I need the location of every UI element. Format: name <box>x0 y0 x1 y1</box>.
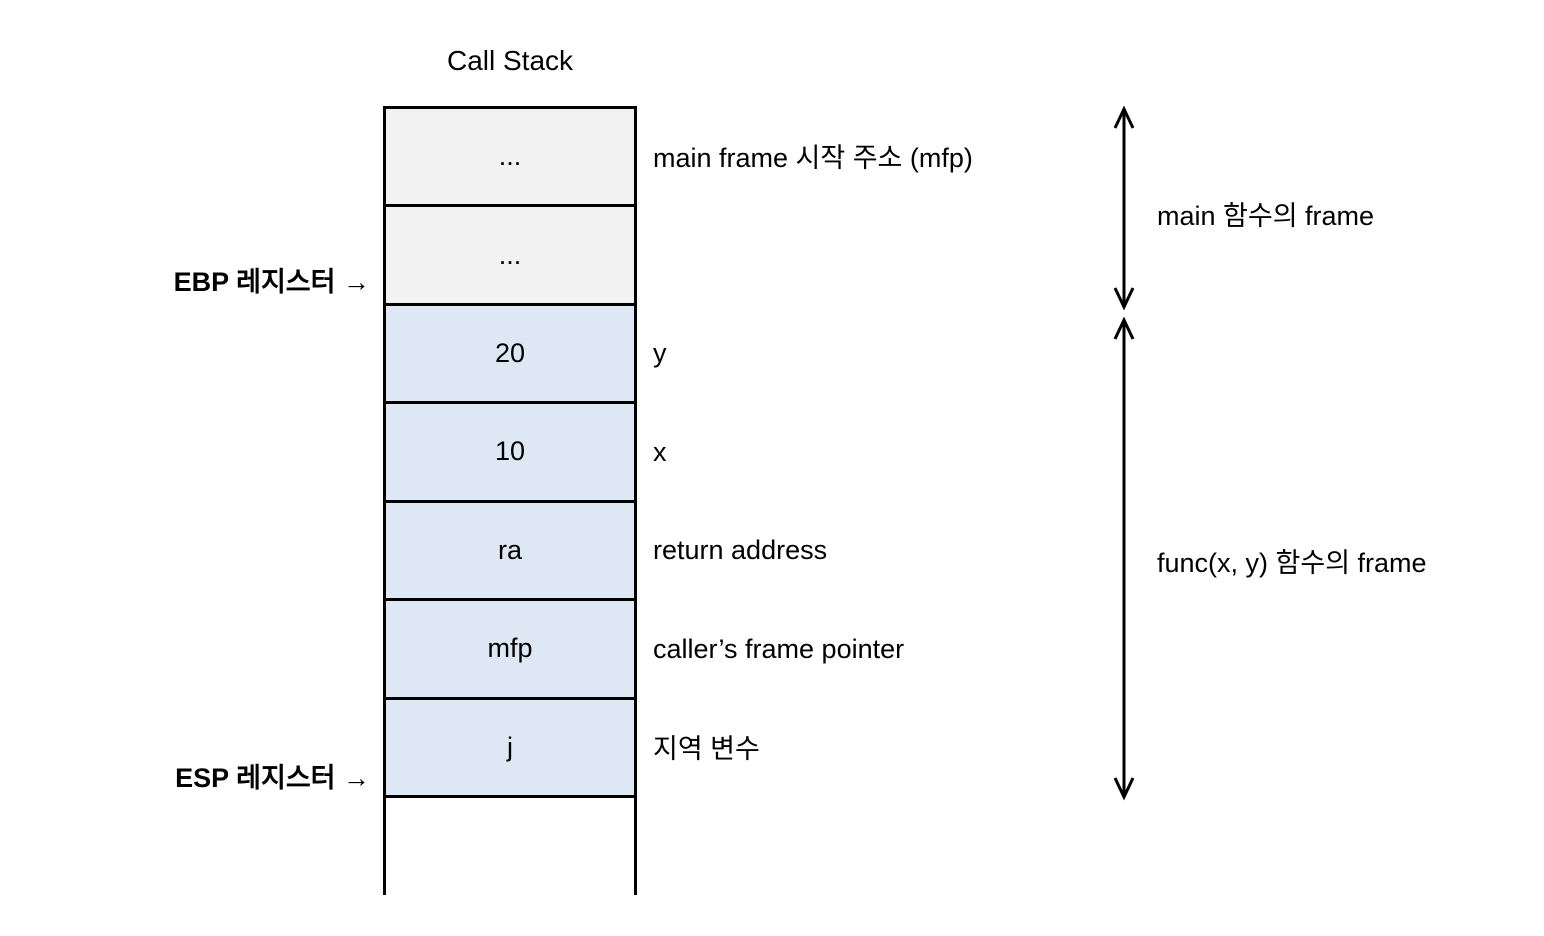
cell-value: ... <box>498 239 522 270</box>
cell-value: ... <box>498 141 522 172</box>
stack-cell-x: 10 <box>386 404 634 503</box>
annotation-callers-frame-pointer: caller’s frame pointer <box>653 634 905 664</box>
stack-cell-mfp: mfp <box>386 601 634 700</box>
annotation-x: x <box>653 436 667 467</box>
main-frame-extent-arrow <box>1113 105 1135 311</box>
stack-column: ... ... 20 10 ra mfp j <box>383 106 637 798</box>
cell-value: 10 <box>494 436 526 467</box>
stack-cell-y: 20 <box>386 305 634 405</box>
annotation-main-frame-start: main frame 시작 주소 (mfp) <box>653 143 973 173</box>
cell-value: ra <box>497 534 522 565</box>
func-frame-label: func(x, y) 함수의 frame <box>1157 548 1427 578</box>
annotation-local-variable: 지역 변수 <box>653 734 760 764</box>
func-frame-extent-arrow <box>1113 316 1135 801</box>
main-frame-label: main 함수의 frame <box>1157 201 1375 231</box>
diagram-title: Call Stack <box>446 45 574 76</box>
esp-register-label: ESP 레지스터 → <box>175 762 370 793</box>
stack-cell-return-address: ra <box>386 502 634 602</box>
frame-extent-arrows <box>1113 105 1135 801</box>
cell-value: 20 <box>494 338 526 369</box>
annotation-return-address: return address <box>653 535 828 565</box>
stack-cell-j: j <box>386 699 634 795</box>
cell-value: mfp <box>487 633 533 664</box>
stack-cell-ellipsis-1: ... <box>386 109 634 208</box>
cell-value: j <box>507 731 513 762</box>
stack-cell-ellipsis-2: ... <box>386 207 634 306</box>
stack-open-bottom-cell <box>383 798 637 895</box>
annotation-y: y <box>653 338 667 368</box>
ebp-register-label: EBP 레지스터 → <box>173 266 370 297</box>
